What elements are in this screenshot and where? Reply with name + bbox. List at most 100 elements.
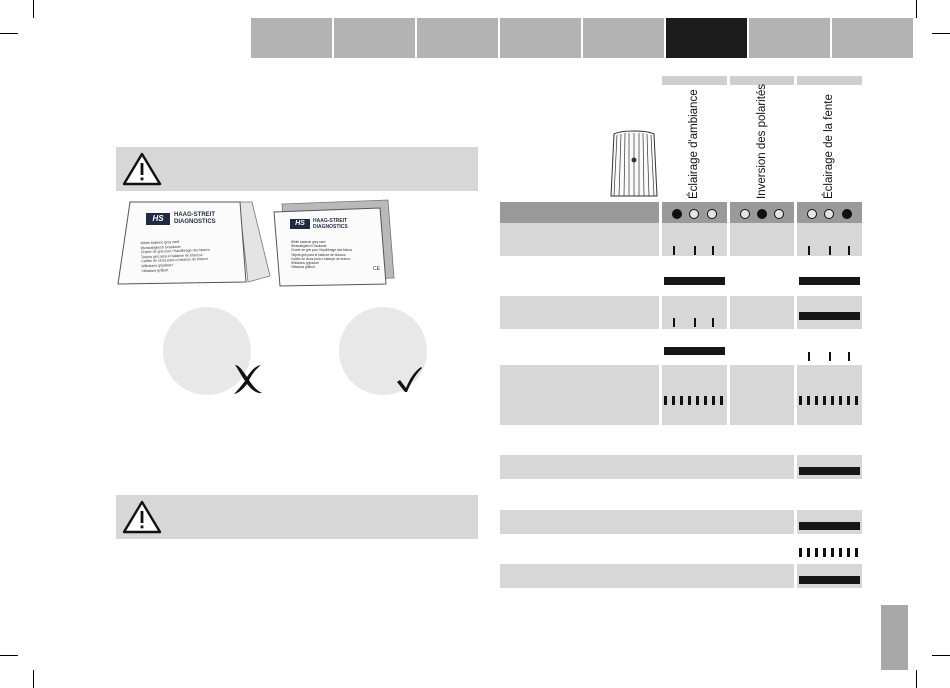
warning-box-top [116, 147, 478, 191]
dash-mark [807, 548, 810, 557]
dash-mark [672, 396, 675, 405]
card-text-right: White balance grey card Weissabgleich Gr… [291, 240, 353, 270]
indicator-row [500, 202, 659, 226]
dash-mark [831, 396, 834, 405]
dash-mark [680, 396, 683, 405]
settings-row [500, 296, 659, 329]
crop-mark [33, 670, 34, 688]
settings-row [500, 365, 659, 425]
indicator-dot [707, 209, 717, 219]
settings-cell [797, 510, 862, 534]
dash-mark [807, 396, 810, 405]
crop-mark [932, 33, 950, 34]
dash-mark [712, 396, 715, 405]
dash-mark [688, 396, 691, 405]
level-bar [799, 312, 860, 320]
column-label-ambient: Éclairage d'ambiance [688, 89, 700, 199]
chapter-tab-2[interactable] [334, 18, 415, 58]
ce-mark: CE [373, 266, 380, 272]
column-header-bar [797, 76, 862, 85]
card-brand-right: HAAG-STREIT DIAGNOSTICS [313, 218, 348, 230]
dash-mark [799, 396, 802, 405]
settings-cell [730, 296, 794, 329]
settings-cell [662, 365, 727, 425]
indicator-dot [807, 209, 817, 219]
tick-mark [673, 246, 675, 255]
dash-mark [839, 396, 842, 405]
settings-cell [730, 365, 794, 425]
dash-mark [799, 548, 802, 557]
chapter-tab-7[interactable] [749, 18, 830, 58]
tick-mark [712, 318, 714, 327]
hs-logo-right: HS [290, 219, 310, 229]
dash-mark [696, 396, 699, 405]
settings-cell [797, 455, 862, 479]
tick-mark [808, 246, 810, 255]
level-bar [799, 576, 860, 584]
crop-mark [33, 0, 34, 18]
settings-cell [662, 223, 727, 256]
chapter-tab-1[interactable] [251, 18, 332, 58]
dash-mark [855, 548, 858, 557]
x-mark-icon [234, 365, 262, 394]
settings-row-wide [500, 455, 794, 479]
chapter-tab-8[interactable] [832, 18, 913, 58]
settings-cell [730, 223, 794, 256]
column-label-polarity: Inversion des polarités [756, 83, 768, 199]
tick-mark [848, 246, 850, 255]
level-bar [799, 467, 860, 475]
dash-mark [823, 396, 826, 405]
tick-mark [829, 352, 831, 361]
dash-mark [855, 396, 858, 405]
warning-box-bottom [116, 495, 478, 539]
indicator-dot [824, 209, 834, 219]
dash-mark [831, 548, 834, 557]
indicator-dot [689, 209, 699, 219]
level-bar [799, 277, 860, 285]
indicator-dot [672, 209, 682, 219]
tick-mark [829, 246, 831, 255]
dash-mark [815, 548, 818, 557]
warning-triangle-icon [122, 152, 162, 186]
settings-cell [797, 564, 862, 588]
chapter-tab-3[interactable] [417, 18, 498, 58]
level-bar [664, 277, 725, 285]
crop-mark [0, 33, 18, 34]
incorrect-alignment-disc [163, 307, 251, 395]
dash-mark [847, 548, 850, 557]
chapter-tab-6-active[interactable] [666, 18, 747, 58]
chapter-tab-4[interactable] [500, 18, 581, 58]
hs-logo-left: HS [146, 213, 170, 225]
settings-row [500, 223, 659, 256]
indicator-cell-ambient [662, 202, 727, 226]
settings-row-wide [500, 510, 794, 534]
crop-mark [916, 670, 917, 688]
tick-mark [712, 246, 714, 255]
chapter-tab-5[interactable] [583, 18, 664, 58]
card-brand-left: HAAG-STREIT DIAGNOSTICS [174, 212, 216, 225]
level-bar [664, 347, 725, 355]
indicator-dot [774, 209, 784, 219]
crop-mark [0, 655, 18, 656]
language-side-tab[interactable] [881, 605, 908, 670]
settings-cell [797, 365, 862, 425]
indicator-cell-slit [797, 202, 862, 226]
tick-mark [808, 352, 810, 361]
crop-mark [916, 0, 917, 18]
indicator-dot [757, 209, 767, 219]
dash-mark [720, 396, 723, 405]
dash-mark [664, 396, 667, 405]
dash-mark [704, 396, 707, 405]
dash-mark [815, 396, 818, 405]
tick-mark [848, 352, 850, 361]
column-label-slit: Éclairage de la fente [823, 94, 835, 199]
crop-mark [932, 655, 950, 656]
column-header-bar [662, 76, 727, 85]
column-header-bar [730, 76, 794, 85]
dash-mark [847, 396, 850, 405]
settings-cell [797, 296, 862, 329]
lamp-knob-icon [610, 130, 658, 197]
tick-mark [694, 246, 696, 255]
card-text-left: White balance grey card Weissabgleich Gr… [140, 239, 210, 273]
warning-triangle-icon [122, 500, 162, 534]
